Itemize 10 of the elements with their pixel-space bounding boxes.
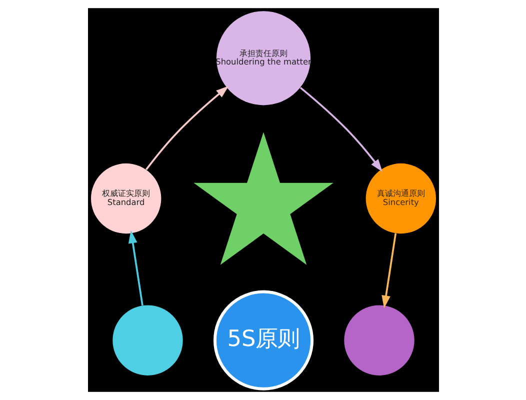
node-circle: 5S原则 <box>212 290 314 390</box>
node-circle: 真诚沟通原则 Sincerity <box>365 163 436 234</box>
arrow <box>144 86 228 170</box>
node-star <box>193 132 333 265</box>
node-circle <box>112 305 182 376</box>
arrow <box>299 86 382 172</box>
arrow <box>381 233 396 308</box>
node-circle: 权威证实原则 Standard <box>90 163 161 234</box>
node-circle <box>344 305 414 376</box>
arrow <box>128 230 143 306</box>
